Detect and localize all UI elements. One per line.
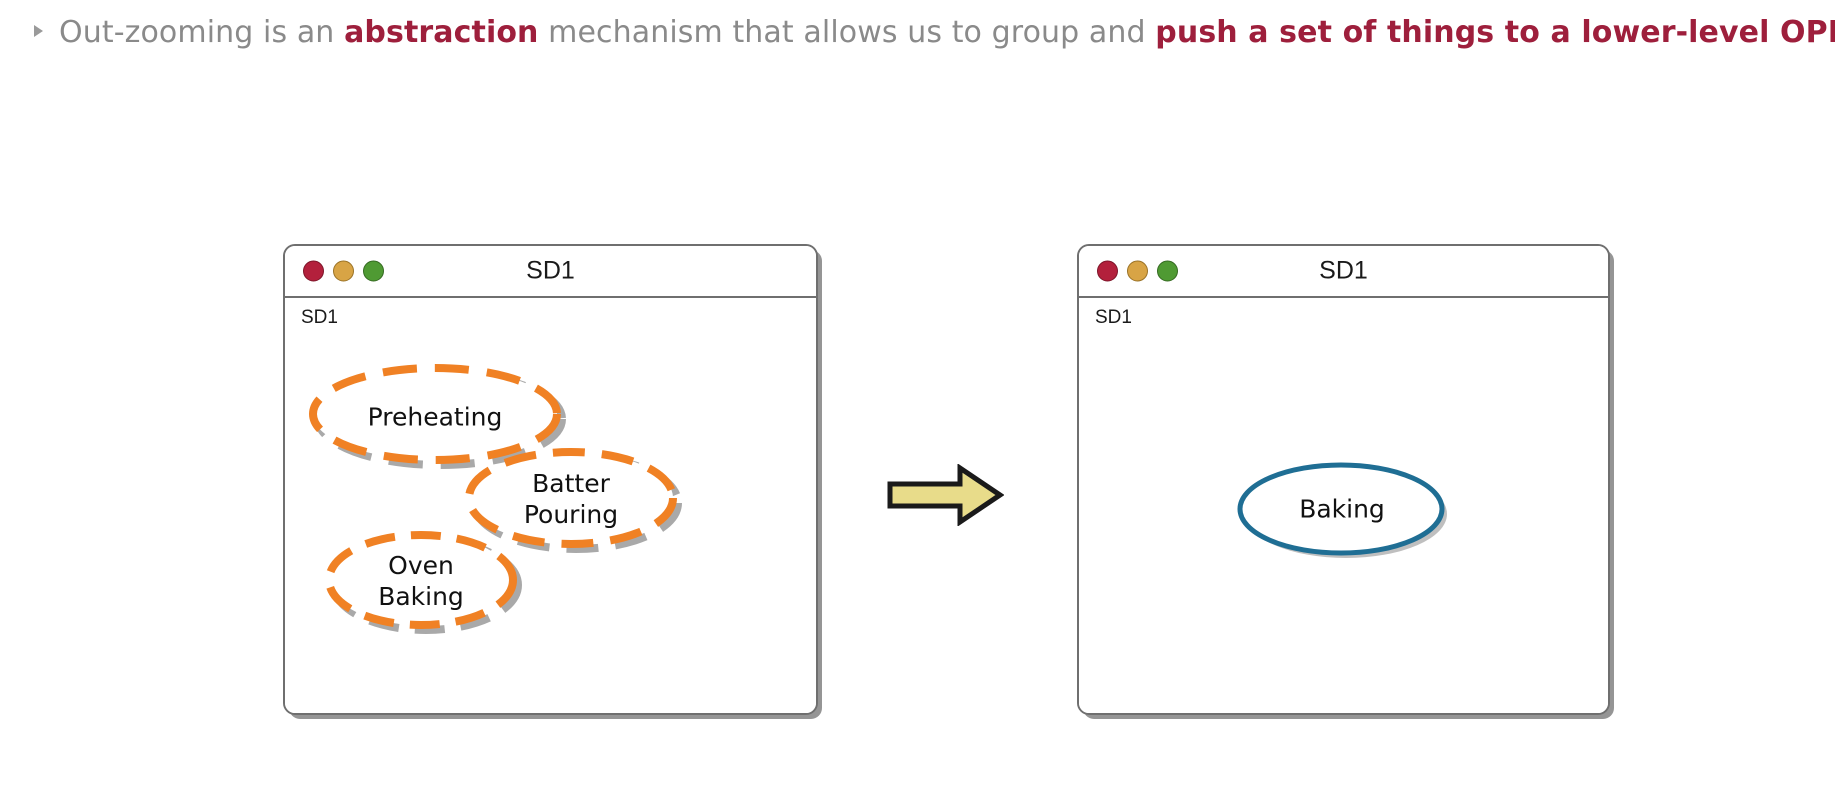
sd-label-right: SD1 — [1095, 307, 1132, 328]
traffic-lights-left — [303, 260, 384, 282]
window-title-left: SD1 — [526, 256, 575, 285]
triangle-bullet-icon — [34, 25, 43, 37]
close-red-icon[interactable] — [303, 260, 324, 282]
window-sd1-right[interactable]: SD1 SD1 Baking — [1077, 244, 1610, 715]
minimize-amber-icon[interactable] — [333, 260, 354, 282]
window-body-right: SD1 Baking — [1079, 298, 1608, 713]
bullet-segment-1: Out-zooming is an — [59, 15, 345, 50]
bullet-segment-3: mechanism that allows us to group and — [538, 15, 1156, 50]
window-titlebar-left[interactable]: SD1 — [285, 246, 816, 298]
window-title-right: SD1 — [1319, 256, 1368, 285]
traffic-lights-right — [1097, 260, 1178, 282]
slide-bullet-text: Out-zooming is an abstraction mechanism … — [59, 12, 1835, 54]
maximize-green-icon[interactable] — [363, 260, 384, 282]
node-baking[interactable]: Baking — [1234, 458, 1450, 562]
out-zoom-arrow-icon — [886, 464, 1004, 526]
window-titlebar-right[interactable]: SD1 — [1079, 246, 1608, 298]
bullet-segment-2-emphasis: abstraction — [344, 15, 539, 50]
slide-bullet-line: Out-zooming is an abstraction mechanism … — [34, 12, 1835, 54]
minimize-amber-icon[interactable] — [1127, 260, 1148, 282]
bullet-segment-4-emphasis: push a set of things to a lower-level OP… — [1155, 15, 1835, 50]
sd-label-left: SD1 — [301, 307, 338, 328]
maximize-green-icon[interactable] — [1157, 260, 1178, 282]
close-red-icon[interactable] — [1097, 260, 1118, 282]
